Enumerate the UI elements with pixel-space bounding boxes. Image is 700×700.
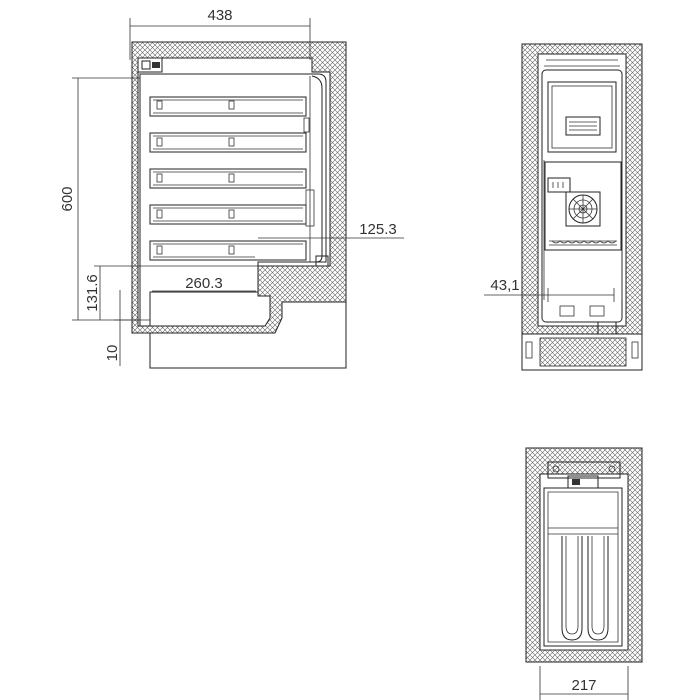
shelves	[149, 96, 307, 261]
evaporator-panel	[547, 81, 617, 153]
tube-icon	[561, 536, 583, 641]
fan-icon	[565, 191, 601, 227]
tube-icon	[587, 536, 609, 641]
dim-height: 600	[59, 186, 76, 211]
dim-step-depth: 260.3	[185, 275, 223, 292]
front-view	[521, 43, 643, 371]
vent-grille-icon	[565, 116, 601, 136]
control-unit-icon	[547, 177, 571, 193]
dim-front-offset: 43,1	[490, 277, 519, 294]
shelf	[149, 168, 307, 189]
side-section-view	[131, 41, 347, 369]
shelf	[149, 132, 307, 153]
dim-offset: 125.3	[359, 221, 397, 238]
dim-top-width: 217	[571, 677, 596, 694]
front-dimensions: 43,1	[484, 277, 615, 302]
plinth-grille	[521, 333, 643, 371]
dim-overall-depth: 438	[207, 7, 232, 24]
side-dimensions: 438 600 131.6 10 260.3 125.3	[59, 7, 404, 366]
top-dimensions: 217	[539, 666, 629, 700]
shelf	[149, 96, 307, 117]
top-section-view	[525, 447, 643, 663]
dim-base-height: 10	[104, 345, 121, 362]
shelf	[149, 240, 307, 261]
dim-step-height: 131.6	[84, 274, 101, 312]
